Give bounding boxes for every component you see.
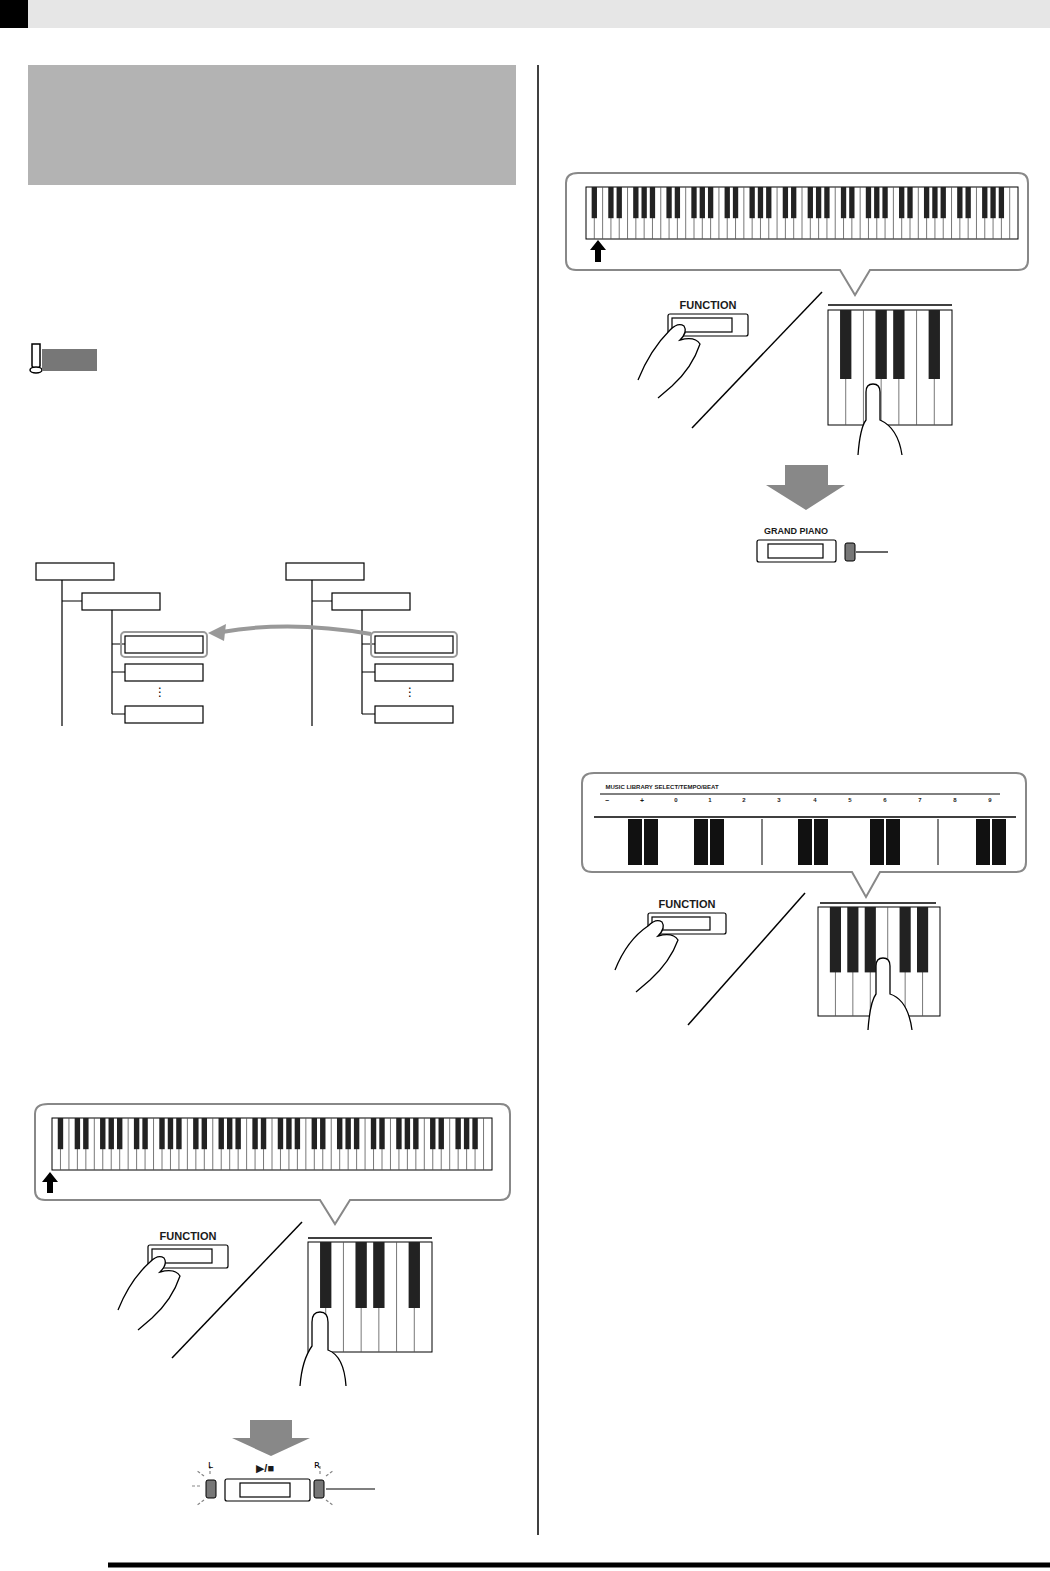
button-label: FUNCTION [680, 300, 737, 311]
button-label: ▶/■ [256, 1463, 274, 1474]
svg-text:⋮: ⋮ [404, 685, 416, 699]
key-label: − [605, 797, 609, 804]
svg-text:⋮: ⋮ [154, 685, 166, 699]
zone-label: MUSIC LIBRARY SELECT/TEMPO/BEAT [605, 784, 718, 790]
button-label: GRAND PIANO [764, 527, 828, 536]
keyboard-keys [52, 1118, 492, 1170]
button-label: FUNCTION [160, 1231, 217, 1242]
svg-text:ʀ: ʀ [314, 1459, 320, 1470]
key-label: 8 [953, 797, 956, 803]
key-label: 5 [848, 797, 851, 803]
key-label: 9 [988, 797, 991, 803]
keyboard-keys [586, 187, 1018, 239]
zoom-keys [828, 310, 952, 425]
key-label: 2 [742, 797, 745, 803]
key-label: + [640, 797, 644, 804]
key-label: 4 [813, 797, 816, 803]
key-label: 0 [674, 797, 677, 803]
svg-text:ʟ: ʟ [208, 1459, 213, 1470]
key-label: 1 [708, 797, 711, 803]
button-label: FUNCTION [659, 899, 716, 910]
key-label: 3 [777, 797, 780, 803]
key-label: 7 [918, 797, 921, 803]
key-label: 6 [883, 797, 886, 803]
